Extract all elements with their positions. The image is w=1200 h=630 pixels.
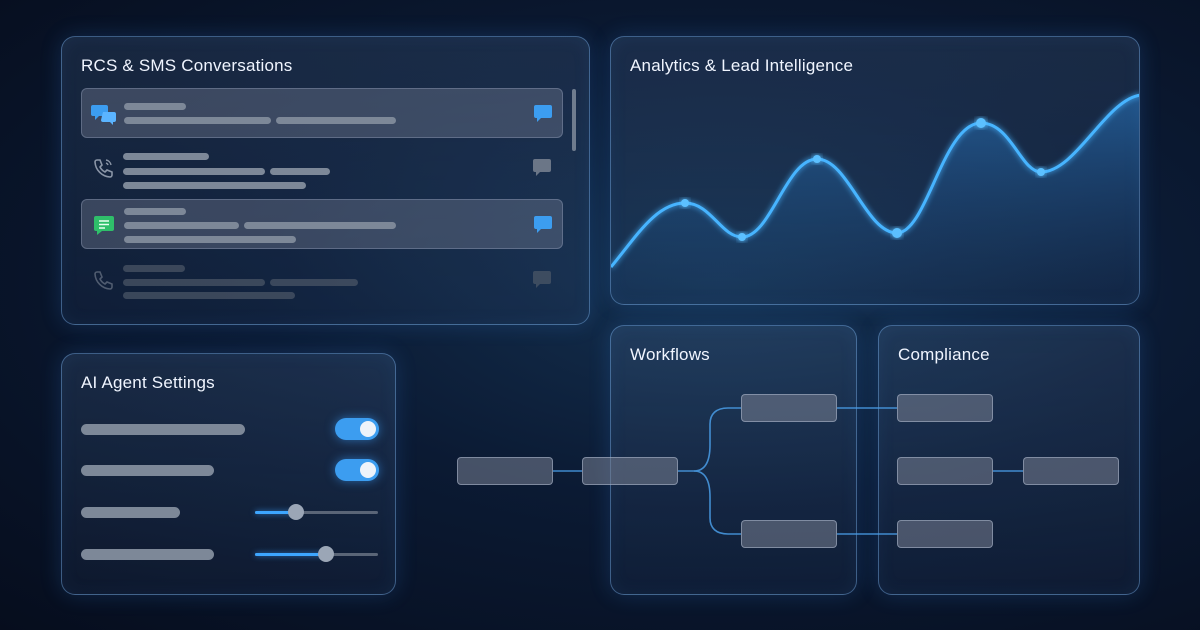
ai-settings-title: AI Agent Settings bbox=[81, 373, 215, 392]
conversation-preview-placeholder bbox=[276, 117, 396, 124]
compliance-node[interactable] bbox=[897, 457, 993, 485]
trend-point bbox=[976, 118, 986, 128]
analytics-title: Analytics & Lead Intelligence bbox=[630, 56, 854, 75]
slider-fill bbox=[255, 511, 296, 514]
trend-point bbox=[892, 228, 902, 238]
slider-handle[interactable] bbox=[318, 546, 335, 562]
conversation-preview-placeholder bbox=[270, 168, 330, 175]
conversation-row[interactable] bbox=[81, 88, 563, 138]
slider-handle[interactable] bbox=[287, 504, 304, 520]
conversation-name-placeholder bbox=[124, 208, 186, 215]
conversation-preview-placeholder bbox=[123, 279, 265, 286]
setting-label-placeholder bbox=[81, 465, 214, 476]
conversation-preview-placeholder bbox=[123, 292, 295, 299]
toggle-knob bbox=[360, 421, 376, 437]
compliance-node-end[interactable] bbox=[1023, 457, 1119, 485]
trend-area bbox=[611, 95, 1139, 304]
workflow-node-start[interactable] bbox=[457, 457, 553, 485]
compliance-node[interactable] bbox=[897, 394, 993, 422]
analytics-trend-chart bbox=[611, 93, 1139, 304]
message-icon[interactable] bbox=[533, 103, 553, 128]
setting-label-placeholder bbox=[81, 424, 245, 435]
analytics-panel: Analytics & Lead Intelligence bbox=[610, 36, 1140, 305]
conversation-name-placeholder bbox=[123, 153, 209, 160]
toggle-knob bbox=[360, 462, 376, 478]
workflow-node[interactable] bbox=[582, 457, 678, 485]
setting-label-placeholder bbox=[81, 549, 214, 560]
chat-bubbles-icon bbox=[91, 103, 117, 130]
conversation-preview-placeholder bbox=[124, 222, 239, 229]
conversation-preview-placeholder bbox=[244, 222, 396, 229]
conversation-preview-placeholder bbox=[124, 236, 296, 243]
compliance-node[interactable] bbox=[897, 520, 993, 548]
workflows-title: Workflows bbox=[630, 345, 710, 364]
slider-fill bbox=[255, 553, 327, 556]
trend-point bbox=[813, 155, 821, 163]
phone-icon bbox=[92, 157, 114, 184]
trend-point bbox=[681, 199, 689, 207]
conversations-title: RCS & SMS Conversations bbox=[81, 56, 293, 75]
conversations-scrollbar[interactable] bbox=[572, 89, 576, 151]
message-icon[interactable] bbox=[533, 214, 553, 239]
message-icon[interactable] bbox=[532, 269, 552, 294]
conversation-row[interactable] bbox=[81, 255, 563, 305]
setting-toggle[interactable] bbox=[335, 418, 379, 440]
conversation-preview-placeholder bbox=[123, 168, 265, 175]
trend-point bbox=[1037, 168, 1045, 176]
workflow-node-branch-bottom[interactable] bbox=[741, 520, 837, 548]
setting-toggle[interactable] bbox=[335, 459, 379, 481]
ai-settings-panel: AI Agent Settings bbox=[61, 353, 396, 595]
setting-label-placeholder bbox=[81, 507, 180, 518]
conversation-name-placeholder bbox=[123, 265, 185, 272]
sms-message-icon bbox=[93, 214, 115, 241]
setting-slider[interactable] bbox=[255, 546, 378, 562]
phone-icon bbox=[92, 269, 114, 296]
conversation-preview-placeholder bbox=[124, 117, 271, 124]
trend-point bbox=[738, 233, 746, 241]
conversations-panel: RCS & SMS Conversations bbox=[61, 36, 590, 325]
conversation-preview-placeholder bbox=[270, 279, 358, 286]
setting-slider[interactable] bbox=[255, 504, 378, 520]
conversation-row[interactable] bbox=[81, 199, 563, 249]
conversation-preview-placeholder bbox=[123, 182, 306, 189]
conversation-name-placeholder bbox=[124, 103, 186, 110]
compliance-title: Compliance bbox=[898, 345, 990, 364]
conversation-row[interactable] bbox=[81, 143, 563, 193]
workflow-node-branch-top[interactable] bbox=[741, 394, 837, 422]
message-icon[interactable] bbox=[532, 157, 552, 182]
